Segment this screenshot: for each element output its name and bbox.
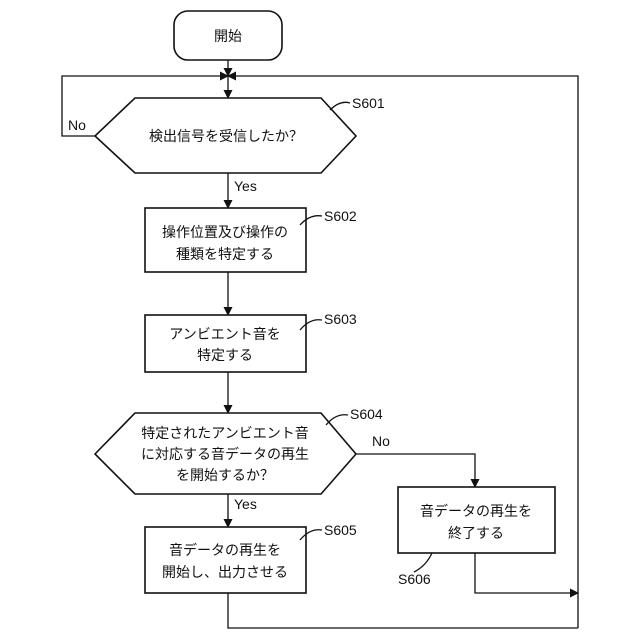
s601-yes-label: Yes	[234, 178, 257, 194]
s602-line1: 操作位置及び操作の	[162, 225, 288, 241]
s604-no-label: No	[372, 433, 390, 449]
connector-s605-to-return	[228, 593, 578, 628]
s605-line2: 開始し、出力させる	[162, 565, 288, 581]
s601-question: 検出信号を受信したか？	[149, 129, 303, 145]
s604-line1: 特定されたアンビエント音	[141, 425, 308, 442]
s601-leader	[330, 102, 350, 110]
s603-step-label: S603	[324, 311, 357, 327]
connector-s604-no-to-s606	[356, 454, 475, 487]
s602-line2: 種類を特定する	[176, 247, 274, 263]
s604-line3: を開始するか？	[176, 468, 274, 484]
s604-line2: に対応する音データの再生	[141, 446, 309, 463]
s606-leader	[414, 553, 432, 572]
s601-no-label: No	[68, 117, 86, 133]
s603-line1: アンビエント音を	[169, 326, 280, 343]
s606-line1: 音データの再生を	[420, 503, 532, 520]
s605-line1: 音データの再生を	[169, 542, 281, 559]
s602-step-label: S602	[324, 208, 357, 224]
s604-yes-label: Yes	[234, 496, 257, 512]
s605-step-label: S605	[324, 522, 357, 538]
s603-line2: 特定する	[197, 348, 253, 364]
s601-step-label: S601	[352, 95, 385, 111]
s606-line2: 終了する	[448, 526, 504, 542]
s604-step-label: S604	[350, 406, 383, 422]
connector-s606-to-return	[475, 553, 578, 593]
s606-step-label: S606	[398, 571, 431, 587]
process-s606	[398, 487, 555, 553]
start-label: 開始	[214, 29, 242, 45]
process-s605	[145, 527, 306, 593]
